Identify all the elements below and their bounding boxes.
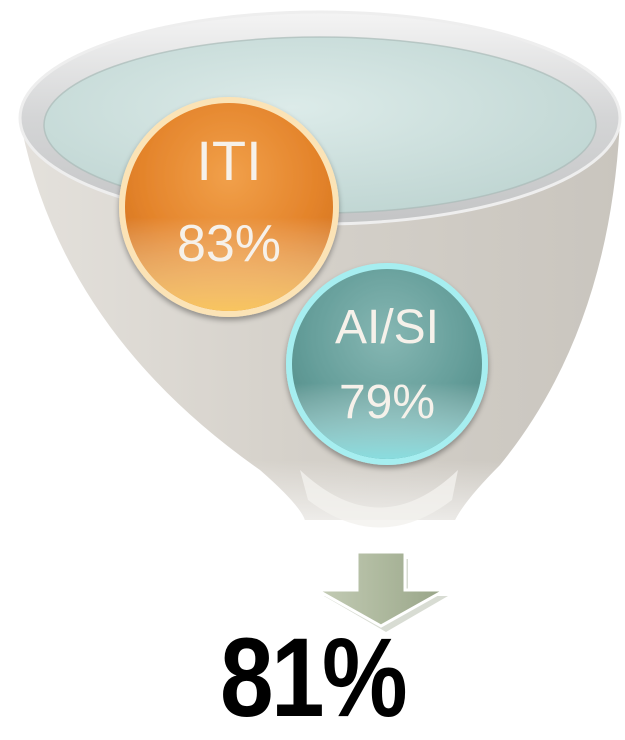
bubble-aisi-label: AI/SI <box>335 301 439 354</box>
bubble-aisi-value: 79% <box>339 376 435 429</box>
funnel-spout <box>300 470 458 528</box>
bubble-aisi: AI/SI 79% <box>286 263 488 465</box>
down-arrow-icon <box>311 550 451 628</box>
bubble-iti-gloss <box>125 103 333 311</box>
bubble-aisi-gloss <box>292 269 482 459</box>
bubble-iti-value: 83% <box>177 215 281 273</box>
bubble-iti-label: ITI <box>196 129 261 192</box>
bubble-iti: ITI 83% <box>119 97 339 317</box>
result-value: 81% <box>219 615 408 740</box>
